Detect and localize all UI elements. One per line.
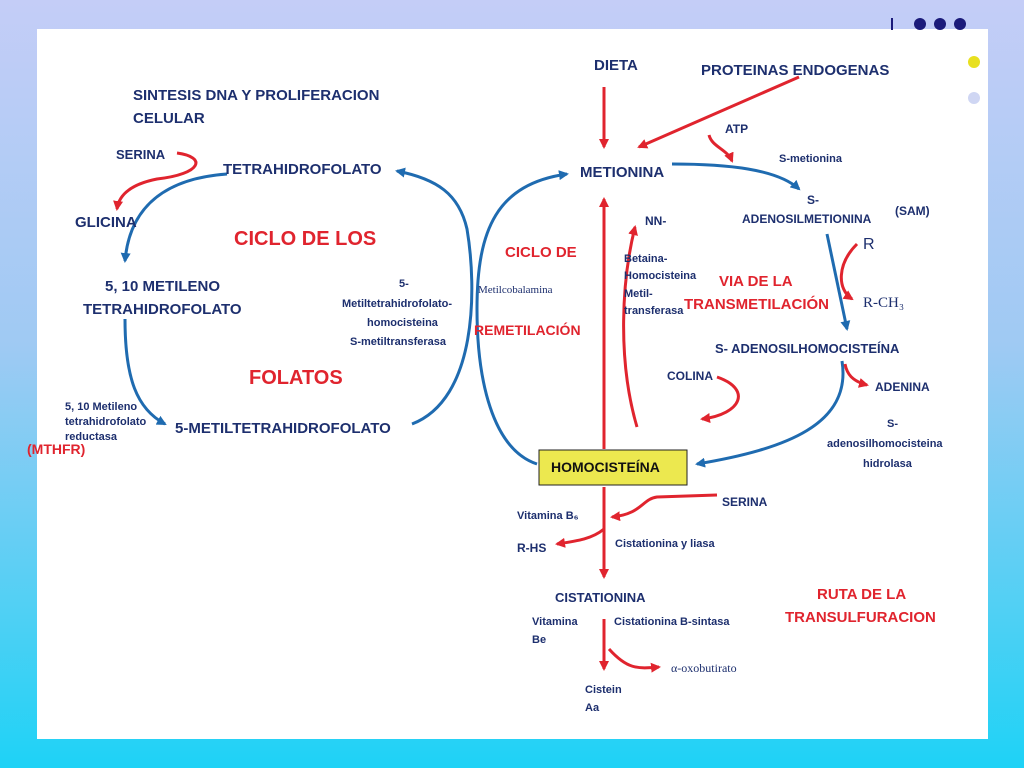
arrow-methylene-to-methylthf [123,318,167,426]
label-vitamina-be-1: Vitamina [532,616,579,628]
label-betaina-1: Betaina- [624,253,668,265]
label-vitamina-be-2: Be [532,634,546,646]
label-sam-2: ADENOSILMETIONINA [742,212,872,226]
arrow-homocisteina-to-metionina [475,170,569,466]
label-sintesis-2: CELULAR [133,110,205,127]
label-via-2: TRANSMETILACIÓN [684,295,829,313]
label-metionina: METIONINA [580,164,664,181]
label-enzyme-ms-2: Metiltetrahidrofolato- [342,298,452,310]
label-enzyme-ms-4: S-metiltransferasa [350,336,447,348]
arrow-r-to-rch3 [839,242,859,301]
label-via-1: VIA DE LA [719,273,793,290]
arrow-colina [700,375,740,423]
label-metilcobalamina: Metilcobalamina [478,284,553,296]
label-rhs: R-HS [517,541,546,555]
label-sintesis-1: SINTESIS DNA Y PROLIFERACION [133,87,379,104]
label-cistein-1: Cistein [585,684,622,696]
homocisteina-box [538,449,688,486]
label-cistein-2: Aa [585,702,600,714]
arrow-atp [707,134,734,163]
label-sah: S- ADENOSILHOMOCISTEÍNA [715,341,900,356]
label-hidrolasa-1: S- [887,418,898,430]
arrow-serina-to-glicina [113,151,198,211]
label-reductasa-1: 5, 10 Metileno [65,401,137,413]
homocysteine-metabolism-diagram: SINTESIS DNA Y PROLIFERACION CELULAR SER… [65,57,943,714]
label-rch3: R-CH₃ [863,295,904,311]
arrow-rhs [555,527,605,548]
label-reductasa-3: reductasa [65,431,118,443]
slide-decoration-dots [891,18,980,104]
label-atp: ATP [725,122,748,136]
label-remetilacion: REMETILACIÓN [474,321,581,338]
arrow-sam-to-sah [825,233,851,331]
label-betaina-2: Homocisteina [624,270,697,282]
label-enzyme-ms-3: homocisteina [367,317,439,329]
label-cistationina-liasa: Cistationina y liasa [615,538,716,550]
arrow-oxobutirato [607,647,661,673]
label-ruta-1: RUTA DE LA [817,586,906,603]
label-metiltetrahidrofolato: 5-METILTETRAHIDROFOLATO [175,420,391,437]
label-folatos: FOLATOS [249,367,343,389]
label-hidrolasa-2: adenosilhomocisteina [827,438,943,450]
label-proteinas: PROTEINAS ENDOGENAS [701,62,889,79]
label-s-metionina: S-metionina [779,153,843,165]
label-tetrahidrofolato: TETRAHIDROFOLATO [223,161,382,178]
label-betaina-4: transferasa [624,305,684,317]
label-glicina: GLICINA [75,214,137,231]
label-ciclo-de: CICLO DE [505,244,577,261]
label-metileno-1: 5, 10 METILENO [105,278,220,295]
label-mthfr: (MTHFR) [27,441,86,457]
label-cistationina: CISTATIONINA [555,590,646,605]
label-cistationina-sintasa: Cistationina B-sintasa [614,616,730,628]
label-homocisteina: HOMOCISTEÍNA [551,459,660,475]
arrow-thf-to-methylene [120,172,228,263]
label-nn: NN- [645,214,666,228]
label-sam-1: S- [807,193,819,207]
label-serina-left: SERINA [116,147,166,162]
label-colina: COLINA [667,369,713,383]
slide-panel: SINTESIS DNA Y PROLIFERACION CELULAR SER… [37,29,988,739]
label-adenina: ADENINA [875,380,930,394]
label-ruta-2: TRANSULFURACION [785,609,936,626]
label-serina-right: SERINA [722,495,768,509]
label-r: R [863,236,875,253]
arrow-serina-right [610,493,718,522]
label-betaina-3: Metil- [624,288,653,300]
arrow-methylthf-to-thf [395,167,474,426]
label-oxobutirato: α-oxobutirato [671,661,737,675]
label-vitamina-b6: Vitamina B₆ [517,510,579,522]
label-dieta: DIETA [594,57,638,74]
arrow-sah-to-homocisteina [695,360,845,468]
label-hidrolasa-3: hidrolasa [863,458,913,470]
arrow-betaina-curve [622,225,639,428]
arrow-metionina-to-sam [671,162,801,191]
label-metileno-2: TETRAHIDROFOLATO [83,301,242,318]
arrow-sah-to-adenina [843,363,869,388]
label-enzyme-ms-1: 5- [399,278,409,290]
label-reductasa-2: tetrahidrofolato [65,416,147,428]
label-ciclo-de-los: CICLO DE LOS [234,228,376,250]
arrow-proteinas-to-metionina [637,75,800,149]
label-sam-3: (SAM) [895,204,930,218]
